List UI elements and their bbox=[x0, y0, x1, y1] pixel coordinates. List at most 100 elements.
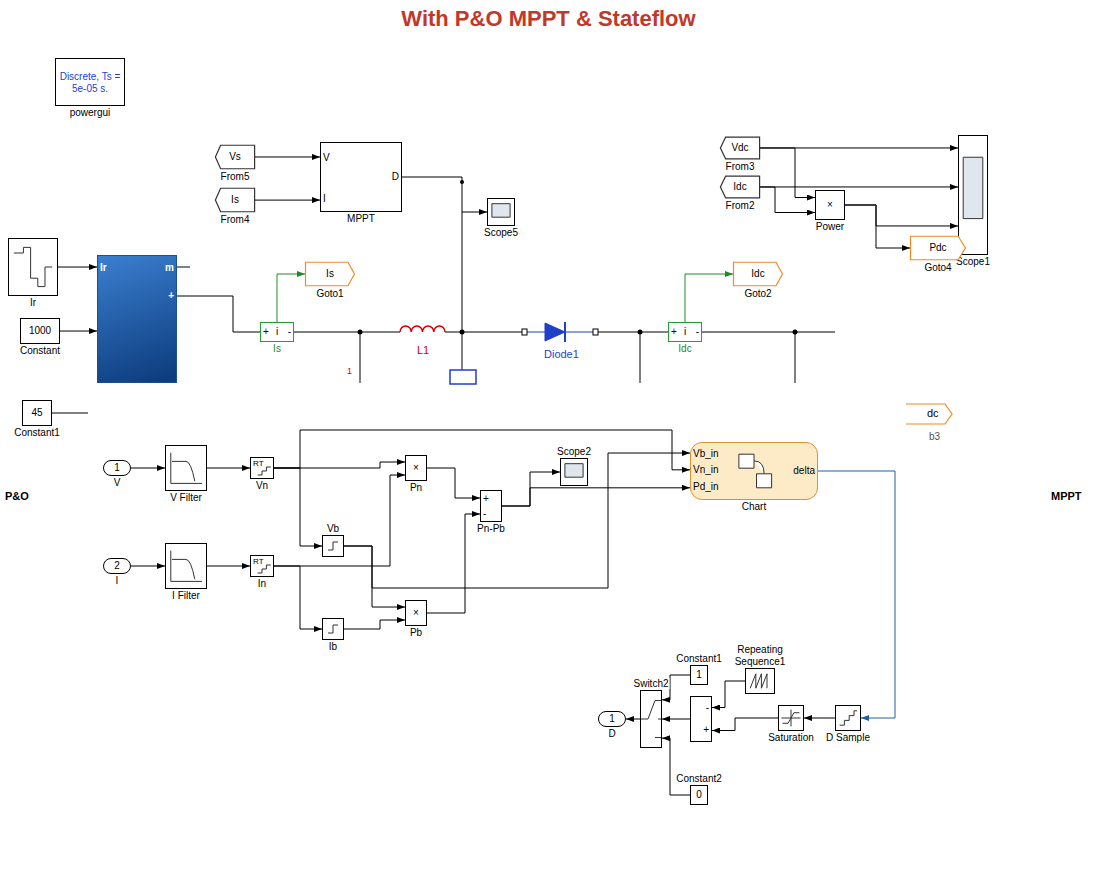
signal-line bbox=[427, 514, 480, 613]
block-label: Scope2 bbox=[556, 446, 592, 458]
filter-block: I Filter bbox=[165, 543, 207, 589]
signal-line bbox=[662, 738, 690, 795]
block-icon bbox=[258, 565, 271, 573]
product-block: ×Pn bbox=[405, 455, 427, 481]
part-label: MPPT bbox=[1050, 490, 1083, 503]
mosfet-symbol bbox=[450, 370, 476, 384]
signal-line bbox=[760, 187, 815, 213]
block-shape bbox=[959, 136, 987, 254]
wire bbox=[795, 332, 796, 383]
delay-block: Ib bbox=[322, 618, 344, 640]
block-icon bbox=[641, 701, 661, 738]
signal-line bbox=[274, 430, 690, 470]
filter-block: V Filter bbox=[165, 445, 207, 491]
block-label: Saturation bbox=[767, 732, 815, 744]
port-label: D bbox=[392, 171, 399, 183]
block-label: Ir bbox=[29, 297, 37, 309]
block-label: From3 bbox=[725, 161, 756, 173]
block-icon bbox=[258, 467, 271, 475]
port-label: Pd_in bbox=[693, 481, 719, 493]
block-text: 1000 bbox=[29, 325, 51, 337]
block-label: I Filter bbox=[171, 590, 201, 602]
block-label: Pn bbox=[409, 482, 423, 494]
signal-line bbox=[207, 468, 250, 469]
goto-block-partial bbox=[906, 404, 952, 424]
block-label: From4 bbox=[220, 214, 251, 226]
scope-block: Scope5 bbox=[487, 198, 515, 226]
sample-hold: D Sample bbox=[835, 705, 861, 731]
signal-line bbox=[712, 681, 745, 708]
scope-block: Scope2 bbox=[560, 458, 588, 486]
signal-line bbox=[502, 488, 690, 506]
delay-block: Vb bbox=[322, 535, 344, 557]
signal-line bbox=[274, 462, 405, 468]
block-label: Is bbox=[272, 343, 282, 355]
block-icon bbox=[750, 674, 767, 688]
block-label: D bbox=[607, 728, 616, 740]
constant-block: Constant11 bbox=[690, 665, 708, 685]
block-icon bbox=[492, 204, 510, 218]
port-label: delta bbox=[793, 465, 815, 477]
signal-line bbox=[685, 274, 733, 322]
inport: 2I bbox=[103, 558, 131, 574]
part-label: 1 bbox=[346, 366, 353, 376]
block-text: × bbox=[413, 607, 419, 619]
current-meter: +i-Is bbox=[260, 322, 294, 342]
signal-line bbox=[274, 468, 322, 546]
outport: 1D bbox=[598, 711, 626, 727]
block-shape bbox=[9, 239, 57, 295]
signal-line bbox=[818, 471, 895, 718]
goto-block: IsGoto1 bbox=[305, 262, 355, 286]
signal-line bbox=[207, 566, 250, 567]
part-label: b3 bbox=[928, 431, 941, 443]
wire bbox=[294, 332, 400, 333]
port-label: V bbox=[323, 152, 330, 164]
signal-line bbox=[274, 475, 405, 566]
wire bbox=[595, 332, 668, 333]
block-label: Constant1 bbox=[675, 653, 723, 665]
signal-line bbox=[344, 620, 405, 629]
saturation-block: Saturation bbox=[778, 705, 804, 731]
signal-line bbox=[60, 331, 97, 332]
port-label: - bbox=[288, 326, 291, 338]
block-label: Constant1 bbox=[13, 427, 61, 439]
block-label: Scope1 bbox=[955, 256, 991, 268]
block-label: D Sample bbox=[825, 732, 871, 744]
part-label: L1 bbox=[416, 344, 430, 357]
wire bbox=[52, 413, 88, 414]
block-label: Vb bbox=[326, 523, 340, 535]
block-label: Repeating Sequence1 bbox=[727, 644, 793, 667]
signal-line bbox=[402, 177, 487, 212]
block-text: × bbox=[413, 462, 419, 474]
block-label: From2 bbox=[725, 200, 756, 212]
block-label: Goto4 bbox=[923, 262, 952, 274]
inport: 1V bbox=[103, 460, 131, 476]
block-icon bbox=[963, 157, 983, 218]
block-text: Pdc bbox=[929, 242, 946, 254]
block-label: Power bbox=[815, 221, 845, 233]
signal-line bbox=[712, 718, 778, 731]
signal-line bbox=[131, 566, 165, 567]
part-label: dc bbox=[926, 407, 940, 420]
wire bbox=[360, 332, 361, 383]
sum-block: -+ bbox=[690, 696, 712, 742]
block-text: 1 bbox=[114, 462, 120, 474]
block-shape bbox=[321, 143, 401, 211]
port-label: Ir bbox=[100, 262, 107, 274]
wire bbox=[702, 332, 835, 333]
goto-block: PdcGoto4 bbox=[910, 236, 966, 260]
block-icon bbox=[14, 247, 52, 286]
block-label: Goto2 bbox=[743, 288, 772, 300]
stateflow-chart: Vb_inVn_inPd_indeltaChart bbox=[690, 442, 818, 500]
wire bbox=[640, 332, 641, 383]
from-block: VdcFrom3 bbox=[720, 137, 760, 159]
sum-block: +-Pn-Pb bbox=[480, 490, 502, 522]
block-label: V bbox=[113, 477, 122, 489]
block-shape bbox=[488, 199, 514, 225]
repeating-sequence: Repeating Sequence1 bbox=[745, 668, 775, 694]
pv-array: Irm+ bbox=[97, 255, 177, 383]
port-label: Vn_in bbox=[693, 464, 719, 476]
product-block: ×Power bbox=[815, 190, 845, 220]
block-label: Switch2 bbox=[632, 678, 669, 690]
block-text: RT bbox=[253, 557, 264, 566]
